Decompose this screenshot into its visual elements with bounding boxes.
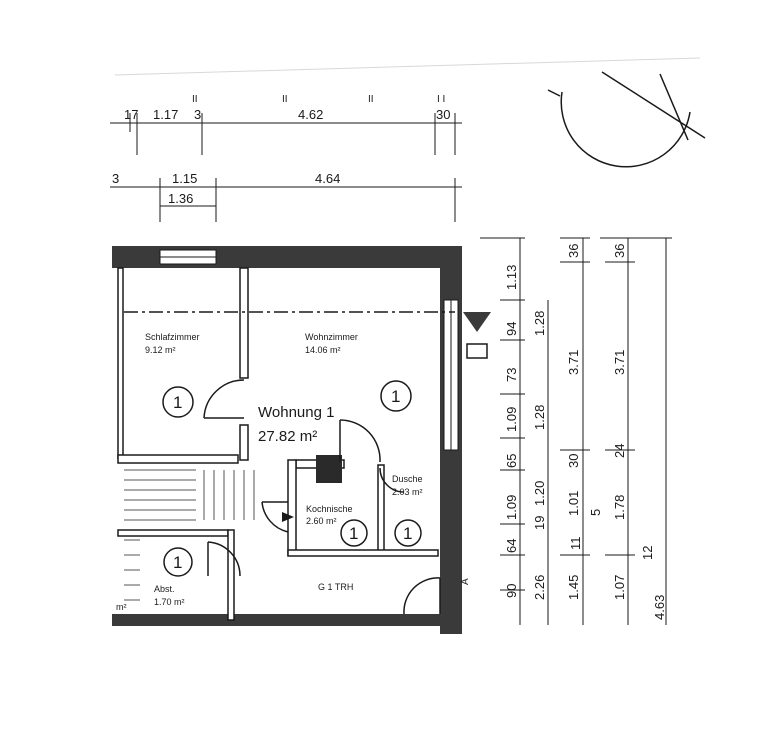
chimney [316,455,342,483]
right-dim-label: 94 [504,322,519,336]
room-area-wohnzimmer: 14.06 m² [305,345,341,355]
right-dim-label: 3.71 [612,350,627,375]
unit-circles [162,380,422,577]
top-dim-mark: II [192,94,198,105]
room-name-dusche: Dusche [392,474,423,484]
section-marker-label: A [460,578,471,585]
right-dim-label: 1.07 [612,575,627,600]
right-dim-label: 73 [504,368,519,382]
unit-number: 1 [391,387,400,406]
right-dim-label: 12 [640,546,655,560]
room-area-kochnische: 2.60 m² [306,516,337,526]
right-dim-label: 24 [612,444,627,458]
compass-symbol [547,71,706,168]
right-dim-label: 1.09 [504,407,519,432]
unit-number: 1 [403,524,412,543]
room-name-wohnzimmer: Wohnzimmer [305,332,358,342]
right-dim-label: 1.28 [532,311,547,336]
room-name-schlafzimmer: Schlafzimmer [145,332,200,342]
right-dim-label: 1.78 [612,495,627,520]
right-dim-label: 1.28 [532,405,547,430]
top-dimension-row-2 [110,178,462,222]
top-dim-label: 1.36 [168,191,193,206]
window-right [443,299,459,451]
right-dim-label: 4.63 [652,595,667,620]
room-area-abstellraum: 1.70 m² [154,597,185,607]
top-dim-mark: II [368,94,374,105]
outlet-symbol [466,343,488,359]
top-dimension-row-1 [110,113,462,155]
room-area-schlafzimmer: 9.12 m² [145,345,176,355]
room-name-kochnische: Kochnische [306,504,353,514]
top-dim-label: 1.17 [153,107,178,122]
top-dim-label: 3 [194,107,201,122]
unit-number: 1 [173,553,182,572]
unit-number: 1 [173,393,182,412]
right-dim-label: 36 [612,244,627,258]
top-dim-mark: II [282,94,288,105]
top-dim-label: 4.62 [298,107,323,122]
right-dim-label: 2.26 [532,575,547,600]
right-dim-label: 90 [504,584,519,598]
window-top [159,249,217,265]
top-dim-label: 4.64 [315,171,340,186]
right-dim-label: 1.01 [566,491,581,516]
doors [203,379,441,615]
interior-walls [117,267,439,621]
top-dim-mark: I I [437,94,445,105]
right-dim-label: 19 [532,516,547,530]
section-arrow-icon [463,312,491,332]
top-dim-label: 3 [112,171,119,186]
right-dim-label: 11 [568,537,583,551]
stair-arrow-icon [282,512,294,522]
right-dim-label: 1.20 [532,481,547,506]
top-dim-label: 17 [124,107,138,122]
scan-edge-line [114,57,701,76]
right-dim-label: 64 [504,539,519,553]
right-dim-label: 65 [504,454,519,468]
right-dimension-lines [480,237,672,625]
right-dim-label: 1.45 [566,575,581,600]
right-dim-label: 3.71 [566,350,581,375]
unit-number: 1 [349,524,358,543]
top-dim-label: 1.15 [172,171,197,186]
staircase [124,469,255,601]
right-dim-label: 30 [566,454,581,468]
stair-label: G 1 TRH [318,582,353,592]
apartment-name: Wohnung 1 [258,404,334,421]
edge-area-label: m² [116,602,127,612]
apartment-area: 27.82 m² [258,428,317,445]
right-dim-label: 36 [566,244,581,258]
right-dim-label: 5 [588,509,603,516]
right-dim-label: 1.09 [504,495,519,520]
top-dim-label: 30 [436,107,450,122]
right-dim-label: 1.13 [504,265,519,290]
room-area-dusche: 2.03 m² [392,487,423,497]
room-name-abstellraum: Abst. [154,584,175,594]
